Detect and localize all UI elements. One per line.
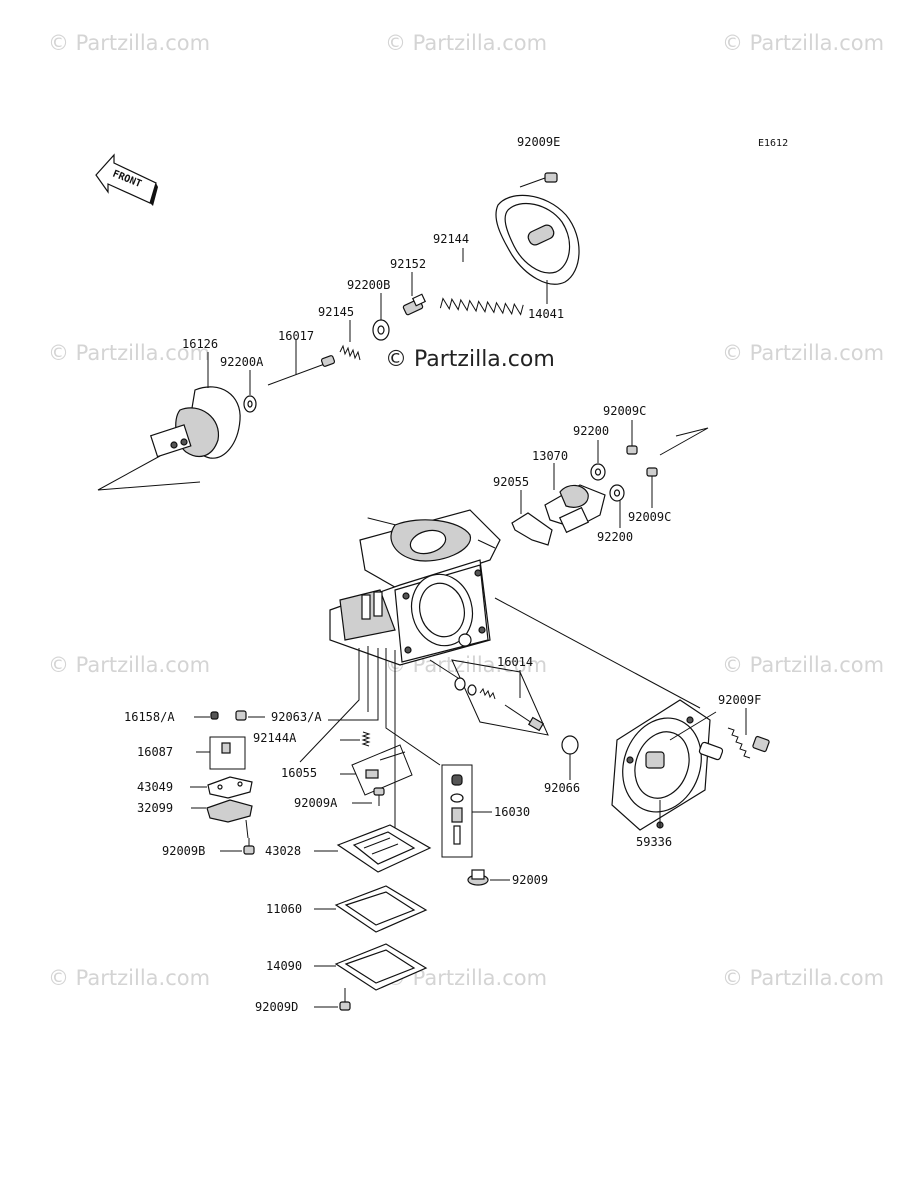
part-label-92145: 92145 (318, 305, 354, 319)
part-label-16030: 16030 (494, 805, 530, 819)
bolt-92009F-icon (727, 708, 770, 759)
part-label-92009C: 92009C (603, 404, 646, 418)
part-label-11060: 11060 (266, 902, 302, 916)
part-labels: 92009E 92144 92152 92200B 92145 16017 16… (124, 135, 761, 1014)
part-label-92009C: 92009C (628, 510, 671, 524)
spring-92144-icon (439, 248, 524, 316)
watermark: © Partzilla.com (48, 966, 210, 990)
part-label-92009E: 92009E (517, 135, 560, 149)
assembly-guide-line (477, 539, 496, 549)
part-label-92009B: 92009B (162, 844, 205, 858)
watermark: © Partzilla.com (48, 653, 210, 677)
pump-cover-59336-icon (611, 699, 724, 831)
watermark: © Partzilla.com (385, 31, 547, 55)
part-label-92200: 92200 (573, 424, 609, 438)
needle-16017-icon (267, 340, 336, 386)
gasket-92055-icon (511, 490, 553, 546)
jet-16087-icon (196, 736, 246, 770)
part-label-92009D: 92009D (255, 1000, 298, 1014)
watermark: © Partzilla.com (722, 31, 884, 55)
washer-92200-icon (590, 440, 606, 481)
carburetor-body-icon (329, 509, 501, 666)
watermark: © Partzilla.com (722, 966, 884, 990)
part-label-92200B: 92200B (347, 278, 390, 292)
front-arrow-icon: FRONT (95, 153, 158, 206)
center-watermark: © Partzilla.com (385, 347, 555, 372)
part-label-92152: 92152 (390, 257, 426, 271)
plate-32099-icon (191, 799, 253, 839)
watermark: © Partzilla.com (48, 341, 210, 365)
assembly-guide-line (299, 648, 360, 763)
jet-assembly-16030-icon (441, 764, 492, 858)
part-label-32099: 32099 (137, 801, 173, 815)
part-label-92055: 92055 (493, 475, 529, 489)
part-label-92009: 92009 (512, 873, 548, 887)
assembly-guide-line (659, 427, 709, 456)
part-label-16055: 16055 (281, 766, 317, 780)
part-label-16017: 16017 (278, 329, 314, 343)
assembly-guide-line (494, 597, 701, 709)
part-label-14090: 14090 (266, 959, 302, 973)
screw-92009B-icon (220, 838, 255, 855)
watermark-layer: © Partzilla.com © Partzilla.com © Partzi… (48, 31, 884, 990)
part-label-92144A: 92144A (253, 731, 297, 745)
jet-92152-icon (402, 272, 427, 316)
part-label-43049: 43049 (137, 780, 173, 794)
part-label-43028: 43028 (265, 844, 301, 858)
washer-92200B-icon (372, 293, 390, 341)
part-label-92200: 92200 (597, 530, 633, 544)
screw-92009C-icon (646, 467, 658, 508)
watermark: © Partzilla.com (722, 341, 884, 365)
part-label-16087: 16087 (137, 745, 173, 759)
needle-assembly-16014-icon (429, 659, 549, 736)
assembly-guide-line (97, 455, 201, 491)
watermark: © Partzilla.com (722, 653, 884, 677)
screw-92009A-icon (352, 787, 385, 806)
part-label-92200A: 92200A (220, 355, 264, 369)
valve-16055-icon (340, 744, 413, 796)
spring-92145-icon (339, 320, 361, 361)
screw-92063A-icon (235, 710, 265, 721)
cover-14090-icon (314, 943, 428, 991)
part-label-92144: 92144 (433, 232, 469, 246)
part-label-92063A: 92063/A (271, 710, 322, 724)
part-label-13070: 13070 (532, 449, 568, 463)
gasket-11060-icon (314, 885, 428, 933)
screw-92009C-icon (626, 420, 638, 455)
plug-92066-icon (561, 735, 579, 780)
part-label-92009F: 92009F (718, 693, 761, 707)
part-label-16158A: 16158/A (124, 710, 175, 724)
part-label-14041: 14041 (528, 307, 564, 321)
part-label-92066: 92066 (544, 781, 580, 795)
diagram-code: E1612 (758, 138, 788, 149)
part-label-16014: 16014 (497, 655, 533, 669)
part-label-59336: 59336 (636, 835, 672, 849)
screw-92009-icon (467, 869, 510, 886)
screw-92009D-icon (314, 988, 351, 1011)
gasket-43028-icon (314, 824, 432, 873)
assembly-guide-line (328, 648, 379, 721)
gasket-43049-icon (190, 776, 253, 799)
part-label-92009A: 92009A (294, 796, 338, 810)
plug-16158A-icon (194, 711, 219, 720)
holder-13070-icon (544, 463, 606, 534)
cover-14041-icon (495, 194, 580, 304)
spring-92144A-icon (340, 731, 371, 747)
washer-92200-icon (609, 484, 625, 528)
washer-92200A-icon (243, 370, 257, 413)
part-label-16126: 16126 (182, 337, 218, 351)
assembly-guide-line (385, 648, 441, 766)
diaphragm-16126-icon (149, 352, 241, 459)
screw-92009E-icon (519, 172, 558, 188)
watermark: © Partzilla.com (48, 31, 210, 55)
